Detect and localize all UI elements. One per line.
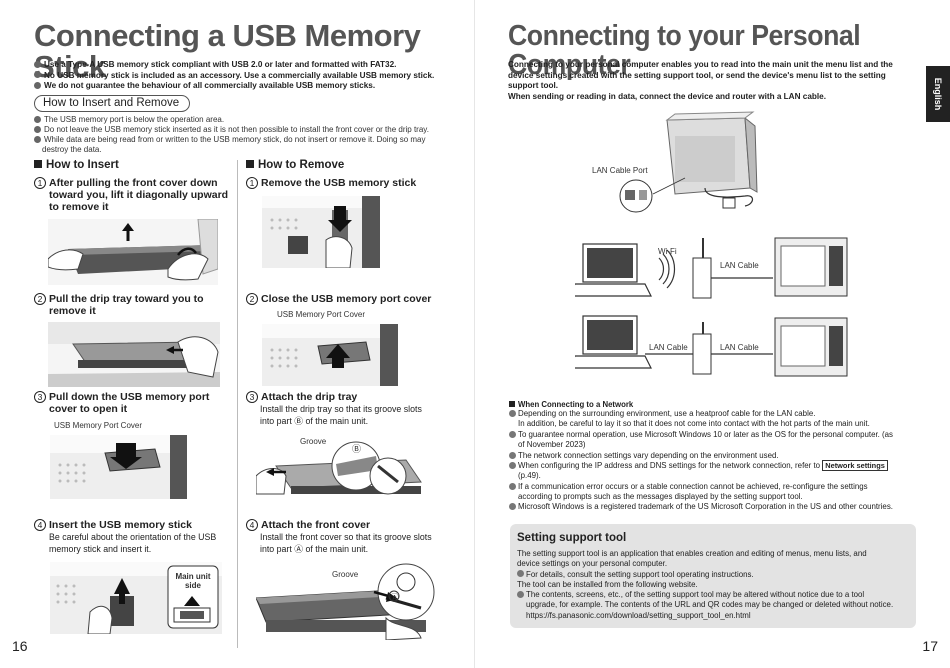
network-note-5: If a communication error occurs or a sta…	[509, 482, 868, 503]
bullet-dot-icon	[509, 430, 516, 438]
usb-bullet-2: No USB memory stick is included as an ac…	[34, 71, 434, 82]
bullet-dot-icon	[517, 590, 524, 598]
note-3-cont: destroy the data.	[42, 145, 102, 154]
page-title-pc: Connecting to your Personal Computer	[508, 20, 861, 81]
page-number-left: 16	[12, 638, 28, 654]
page-title-usb: Connecting a USB Memory Stick	[34, 18, 421, 84]
bullet-dot-icon	[34, 135, 41, 143]
remove-step-4-desc: Install the front cover so that its groo…	[260, 532, 432, 554]
router-icon-1	[692, 238, 712, 299]
bullet-dot-icon	[509, 502, 516, 510]
how-to-remove-heading: How to Remove	[246, 159, 344, 171]
network-note-1: Depending on the surrounding environment…	[509, 409, 870, 430]
bullet-dot-icon	[34, 60, 41, 68]
column-divider	[237, 160, 238, 648]
illustration-attach-drip-tray	[256, 436, 426, 506]
bullet-dot-icon	[517, 570, 524, 578]
laptop-icon-1	[568, 243, 652, 297]
label-groove-b: Groove	[300, 437, 327, 446]
label-groove-a: Groove	[332, 570, 359, 579]
bullet-dot-icon	[509, 461, 516, 469]
illustration-close-port-cover	[262, 324, 398, 386]
how-to-insert-heading: How to Insert	[34, 159, 119, 171]
network-note-6: Microsoft Windows is a registered tradem…	[509, 502, 893, 512]
network-note-2: To guarantee normal operation, use Micro…	[509, 430, 893, 451]
network-heading: When Connecting to a Network	[509, 400, 633, 409]
oven-icon-2	[774, 317, 848, 377]
square-bullet-icon	[34, 160, 42, 168]
square-bullet-icon	[509, 401, 515, 407]
left-page: Connecting a USB Memory Stick Use a Type…	[12, 18, 436, 654]
support-tool-url[interactable]: https://fs.panasonic.com/download/settin…	[526, 610, 751, 620]
part-b-marker: Ⓑ	[352, 444, 362, 454]
illustration-insert-usb	[50, 562, 222, 634]
label-usb-port-cover-2: USB Memory Port Cover	[277, 310, 366, 319]
bullet-dot-icon	[509, 482, 516, 490]
bullet-dot-icon	[509, 409, 516, 417]
part-a-marker: Ⓐ	[390, 593, 400, 603]
note-3: While data are being read from or writte…	[34, 135, 426, 146]
device-rear-view	[665, 111, 758, 209]
page-number-right: 17	[922, 638, 938, 654]
oven-icon-1	[774, 237, 848, 297]
illustration-pull-drip-tray	[48, 322, 220, 387]
network-diagram	[568, 108, 935, 398]
bullet-dot-icon	[34, 125, 41, 133]
label-lan-cable-2: LAN Cable	[649, 343, 688, 352]
network-settings-ref[interactable]: Network settings	[822, 460, 888, 471]
support-tool-body: The setting support tool is an applicati…	[517, 549, 894, 620]
intro-text: Connecting to your personal computer ena…	[508, 60, 893, 101]
usb-bullet-3: We do not guarantee the behaviour of all…	[34, 81, 375, 92]
bullet-dot-icon	[509, 451, 516, 459]
illustration-open-port-cover	[50, 435, 187, 499]
label-usb-port-cover: USB Memory Port Cover	[54, 421, 143, 430]
note-2: Do not leave the USB memory stick insert…	[34, 125, 429, 136]
bullet-dot-icon	[34, 81, 41, 89]
label-lan-cable-3: LAN Cable	[720, 343, 759, 352]
label-lan-cable-port: LAN Cable Port	[592, 166, 648, 175]
illustration-attach-front-cover	[256, 558, 436, 640]
setting-support-tool-box: Setting support tool The setting support…	[510, 524, 916, 628]
support-tool-title: Setting support tool	[517, 532, 627, 544]
usb-bullet-1: Use a Type-A USB memory stick compliant …	[34, 60, 396, 71]
bullet-dot-icon	[34, 71, 41, 78]
router-icon-2	[692, 322, 712, 375]
illustration-remove-front-cover	[48, 219, 218, 285]
network-note-3: The network connection settings vary dep…	[509, 451, 779, 461]
square-bullet-icon	[246, 160, 254, 168]
spine-divider	[474, 0, 475, 668]
right-page: Connecting to your Personal Computer Eng…	[475, 0, 950, 668]
label-lan-cable-1: LAN Cable	[720, 261, 759, 270]
laptop-icon-2	[568, 315, 652, 369]
insert-step-4-desc: Be careful about the orientation of the …	[49, 532, 217, 554]
bullet-dot-icon	[34, 115, 41, 123]
insert-remove-heading: How to Insert and Remove	[34, 95, 190, 112]
illustration-remove-usb	[262, 196, 380, 268]
note-1: The USB memory port is below the operati…	[34, 115, 224, 126]
label-wifi: Wi-Fi	[658, 247, 677, 256]
remove-step-3-desc: Install the drip tray so that its groove…	[260, 404, 422, 426]
network-note-4: When configuring the IP address and DNS …	[509, 460, 888, 482]
language-tab[interactable]: English	[926, 66, 950, 122]
